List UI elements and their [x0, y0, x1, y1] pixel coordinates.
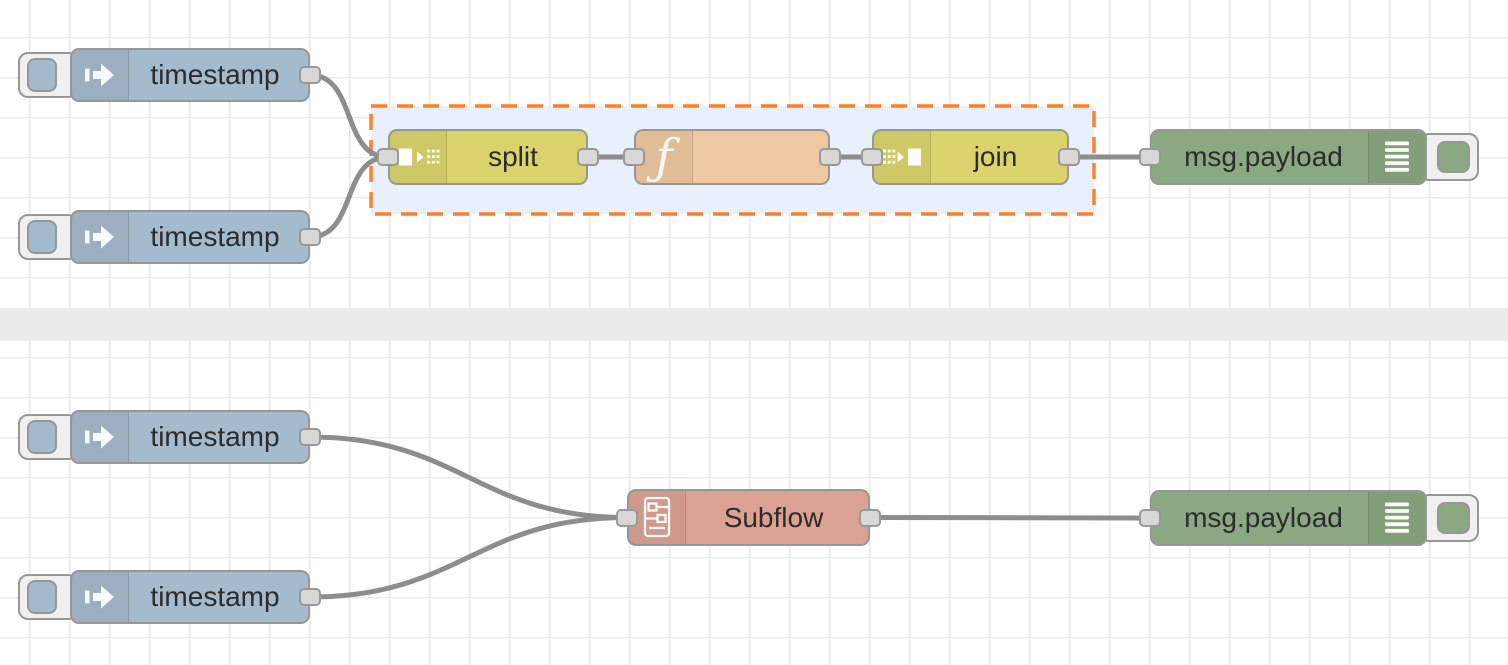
wire-inject2-split1[interactable]: [307, 154, 391, 240]
wire-inject3-subflow1[interactable]: [307, 434, 630, 520]
inject-button-inner: [27, 420, 57, 454]
function-icon: ƒ: [655, 129, 673, 185]
inject-icon-strip: [72, 212, 129, 262]
node-join-join1[interactable]: join: [872, 129, 1069, 185]
port-out-inject1[interactable]: [299, 66, 321, 84]
node-inject-inject1[interactable]: timestamp: [70, 48, 310, 102]
wire-inject4-subflow1[interactable]: [307, 515, 630, 600]
subflow-icon-strip: [629, 491, 686, 544]
port-out-function1[interactable]: [819, 148, 841, 166]
inject-icon-strip: [72, 50, 129, 100]
debug-toggle-inner: [1437, 502, 1470, 534]
inject-button-inner: [27, 580, 57, 614]
port-in-function1[interactable]: [623, 148, 645, 166]
port-out-join1[interactable]: [1058, 148, 1080, 166]
debug-list-icon: [1385, 141, 1409, 172]
port-in-subflow1[interactable]: [616, 508, 638, 527]
port-in-split1[interactable]: [377, 148, 399, 166]
port-in-debug2[interactable]: [1139, 509, 1161, 527]
port-out-inject3[interactable]: [299, 428, 321, 446]
debug-toggle-inner: [1437, 141, 1470, 173]
inject-icon-strip: [72, 412, 129, 462]
inject-arrow-icon: [85, 225, 114, 249]
node-split-split1[interactable]: split: [388, 129, 588, 185]
node-label: join: [973, 141, 1018, 172]
debug-icon-strip: [1368, 492, 1425, 544]
split-icon-strip: [390, 131, 447, 183]
node-label: msg.payload: [1184, 502, 1343, 533]
inject-button-inner: [27, 220, 57, 254]
node-label: timestamp: [150, 221, 280, 252]
join-icon: [883, 148, 921, 166]
split-icon: [399, 148, 440, 166]
subflow-icon: [643, 496, 671, 537]
function-icon-strip: ƒ: [636, 131, 693, 183]
wire-inject1-split1[interactable]: [307, 72, 391, 160]
node-subflow-subflow1[interactable]: Subflow: [627, 489, 870, 546]
inject-icon-strip: [72, 572, 129, 622]
port-out-subflow1[interactable]: [859, 508, 881, 527]
node-debug-debug2[interactable]: msg.payload: [1150, 490, 1427, 546]
node-inject-inject3[interactable]: timestamp: [70, 410, 310, 464]
node-inject-inject2[interactable]: timestamp: [70, 210, 310, 264]
node-function-function1[interactable]: ƒ: [634, 129, 830, 185]
inject-arrow-icon: [85, 585, 114, 609]
inject-arrow-icon: [85, 63, 114, 87]
node-label: [692, 131, 822, 183]
wire-subflow1-debug2[interactable]: [867, 515, 1153, 521]
inject-button-inner: [27, 58, 57, 92]
node-inject-inject4[interactable]: timestamp: [70, 570, 310, 624]
inject-arrow-icon: [85, 425, 114, 449]
port-out-split1[interactable]: [577, 148, 599, 166]
join-icon-strip: [874, 131, 931, 183]
node-label: split: [488, 141, 538, 172]
node-label: timestamp: [150, 581, 280, 612]
node-debug-debug1[interactable]: msg.payload: [1150, 129, 1427, 185]
port-in-join1[interactable]: [861, 148, 883, 166]
debug-list-icon: [1385, 502, 1409, 533]
flow-divider-band: [0, 308, 1508, 341]
node-label: Subflow: [723, 501, 824, 533]
node-label: timestamp: [150, 421, 280, 452]
node-label: timestamp: [150, 59, 280, 90]
port-in-debug1[interactable]: [1139, 148, 1161, 166]
port-out-inject2[interactable]: [299, 228, 321, 246]
node-label: msg.payload: [1184, 141, 1343, 172]
debug-icon-strip: [1368, 131, 1425, 183]
port-out-inject4[interactable]: [299, 588, 321, 606]
